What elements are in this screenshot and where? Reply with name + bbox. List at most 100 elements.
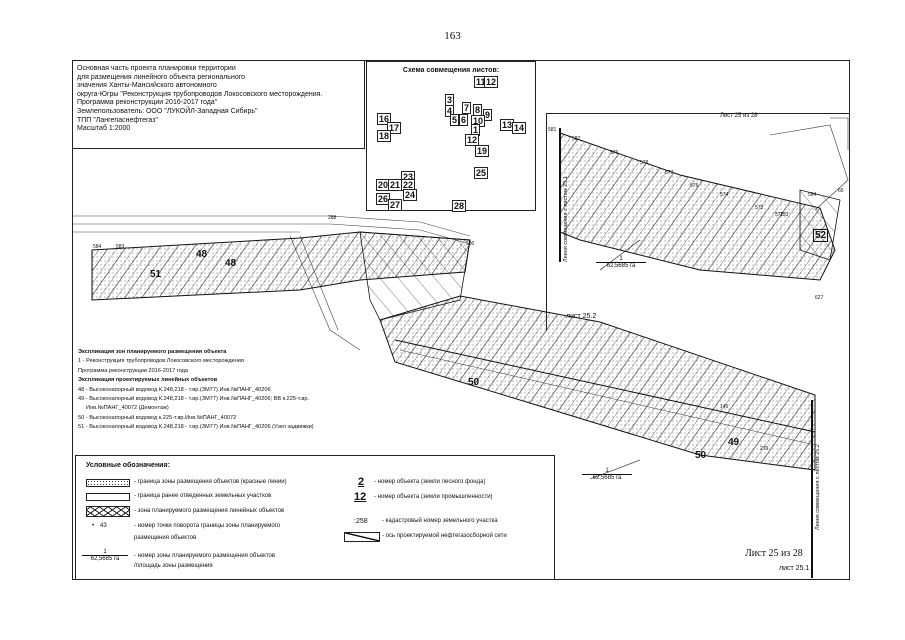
legend-fraction: 1 62,5685 га	[82, 549, 128, 562]
scheme-tile[interactable]: 24	[403, 189, 418, 201]
sheet-scheme: Схема совмещения листов: 11 12 3 4 7 8 9…	[366, 61, 536, 212]
cadastre-label: 145	[720, 404, 729, 410]
scheme-tile[interactable]: 28	[452, 200, 467, 212]
legend: Условные обозначения: - граница зоны раз…	[75, 455, 555, 580]
scheme-tile[interactable]: 18	[377, 130, 392, 142]
point-example: 43	[100, 523, 107, 529]
scheme-tile[interactable]: 12	[484, 76, 499, 88]
title-line: Программа реконструкции 2016-2017 года"	[77, 99, 218, 107]
scheme-tile[interactable]: 7	[462, 102, 472, 114]
legend-item-right: - ось проектируемой нефтегазосборной сет…	[382, 533, 507, 539]
explication-object: 51 - Высоконапорный водовод К.248,218 - …	[78, 424, 314, 431]
explication-object: 49 - Высоконапорный водовод К.248,218 - …	[78, 396, 310, 403]
scheme-tile[interactable]: 6	[459, 114, 469, 126]
point-label: 153	[780, 212, 789, 218]
object-label: 48	[196, 249, 208, 260]
cadastre-example: :258	[354, 518, 368, 525]
zone-area: 62,5685 га	[592, 475, 622, 481]
explication-heading: Экспликация зон планируемого размещения …	[78, 349, 227, 355]
legend-item: - граница зоны размещения объектов (крас…	[134, 479, 287, 485]
point-label: 627	[815, 295, 824, 301]
explication-object: Инв.№ПАНГ_40072 (Демонтаж)	[86, 405, 169, 412]
main-zone-fraction: 1 62,5685 га	[582, 468, 632, 481]
pipeline-axis-swatch	[344, 532, 380, 542]
point-label: 584	[93, 244, 102, 250]
scheme-tile[interactable]: 5	[450, 114, 460, 126]
explication-heading: Экспликация проектируемых линейных объек…	[78, 377, 218, 384]
title-line: ТПП "Лангепаснефтегаз"	[77, 116, 158, 124]
corridor-main	[379, 295, 816, 471]
inset-zone-fraction: 1 62,5685 га	[596, 256, 646, 269]
explication-object: 50 - Высоконапорный водовод к.225-т.вр.И…	[78, 414, 237, 421]
point-label: 66	[838, 188, 844, 194]
main-combine-line-label: Линия совмещения с листом 25.2	[815, 444, 821, 530]
scheme-title: Схема совмещения листов:	[402, 67, 500, 74]
page-number: 163	[444, 30, 461, 42]
sheet-sub-label: лист 25.1	[779, 565, 810, 572]
title-line: округа-Югры "Реконструкция трубопроводов…	[77, 90, 323, 98]
title-line: Землепользователь: ООО "ЛУКОЙЛ-Западная …	[77, 107, 258, 115]
forest-object-number: 2	[358, 476, 365, 488]
legend-item: - граница ранее отведенных земельных уча…	[134, 493, 272, 499]
legend-title: Условные обозначения:	[86, 462, 170, 469]
explication-object: 48 - Высоконапорный водовод К.248,218 - …	[78, 386, 271, 393]
legend-item: - номер зоны планируемого размещения объ…	[134, 553, 276, 559]
legend-item-right: - номер объекта (земли лесного фонда)	[374, 479, 486, 485]
point-label: 572	[775, 212, 784, 218]
object-label: 48	[225, 258, 237, 269]
object-label: 49	[728, 437, 740, 448]
point-label: 582	[572, 136, 581, 142]
scheme-tile[interactable]: 21	[388, 179, 403, 191]
point-marker-icon: •	[92, 523, 95, 529]
scheme-tile[interactable]: 4	[445, 105, 455, 117]
scheme-tile[interactable]: 25	[474, 167, 489, 179]
object-label: 50	[695, 450, 707, 461]
title-line: Основная часть проекта планировки террит…	[77, 65, 236, 72]
explication-line: Программа реконструкции 2016-2017 года	[78, 367, 189, 374]
scheme-tile[interactable]: 14	[512, 122, 527, 134]
planned-zone-swatch	[86, 506, 130, 517]
point-label: 581	[548, 127, 557, 133]
title-line: для размещения линейного объекта региона…	[77, 73, 245, 81]
point-label: 573	[755, 205, 764, 211]
legend-frac-top: 1	[82, 549, 128, 556]
legend-frac-bottom: 62,5685 га	[90, 556, 120, 562]
title-block: Основная часть проекта планировки террит…	[73, 61, 365, 149]
industry-object-number: 12	[354, 491, 367, 503]
scheme-tile[interactable]: 27	[388, 199, 403, 211]
allotted-plot-swatch	[86, 493, 130, 501]
explication: Экспликация зон планируемого размещения …	[78, 348, 378, 433]
point-label: 574	[720, 192, 729, 198]
point-label: 577	[665, 170, 674, 176]
legend-item-right: - номер объекта (земли промышленности)	[374, 494, 493, 500]
red-line-swatch	[86, 479, 130, 487]
point-label: 576	[610, 150, 619, 156]
scheme-tile[interactable]: 12	[465, 134, 480, 146]
explication-line: 1 - Реконструкция трубопроводов Локосовс…	[78, 358, 244, 365]
point-label: 584	[808, 192, 817, 198]
title-line: Масштаб 1:2000	[77, 125, 131, 133]
inset-combine-line-label: Линия совмещения с листом 25.1	[563, 176, 569, 262]
zone-number: 1	[582, 468, 632, 475]
inset-sheet-label: лист 25.2	[566, 313, 597, 320]
cadastre-label: 288	[328, 215, 337, 221]
legend-item: - зона планируемого размещения линейных …	[134, 508, 285, 514]
point-label: 575	[690, 183, 699, 189]
inset-sheet-25-2	[546, 113, 850, 331]
object-label: 50	[468, 377, 480, 388]
inset-sheet-top: Лист 25 из 28	[720, 113, 758, 119]
legend-item: /площадь зоны размещения	[134, 563, 213, 569]
cadastre-label: 279	[760, 446, 769, 452]
point-label: 590	[466, 241, 475, 247]
corridor-inset	[559, 117, 849, 281]
inset-object-label: 52	[813, 229, 829, 242]
zone-number: 1	[596, 256, 646, 263]
sheet-number: Лист 25 из 28	[745, 548, 803, 559]
legend-item: размещения объектов	[134, 535, 197, 541]
object-label: 51	[150, 269, 162, 280]
legend-item-right: - кадастровый номер земельного участка	[382, 518, 498, 524]
title-line: значения Ханты-Мансийского автономного	[77, 82, 217, 90]
scheme-tile[interactable]: 19	[475, 145, 490, 157]
point-label: 578	[640, 160, 649, 166]
